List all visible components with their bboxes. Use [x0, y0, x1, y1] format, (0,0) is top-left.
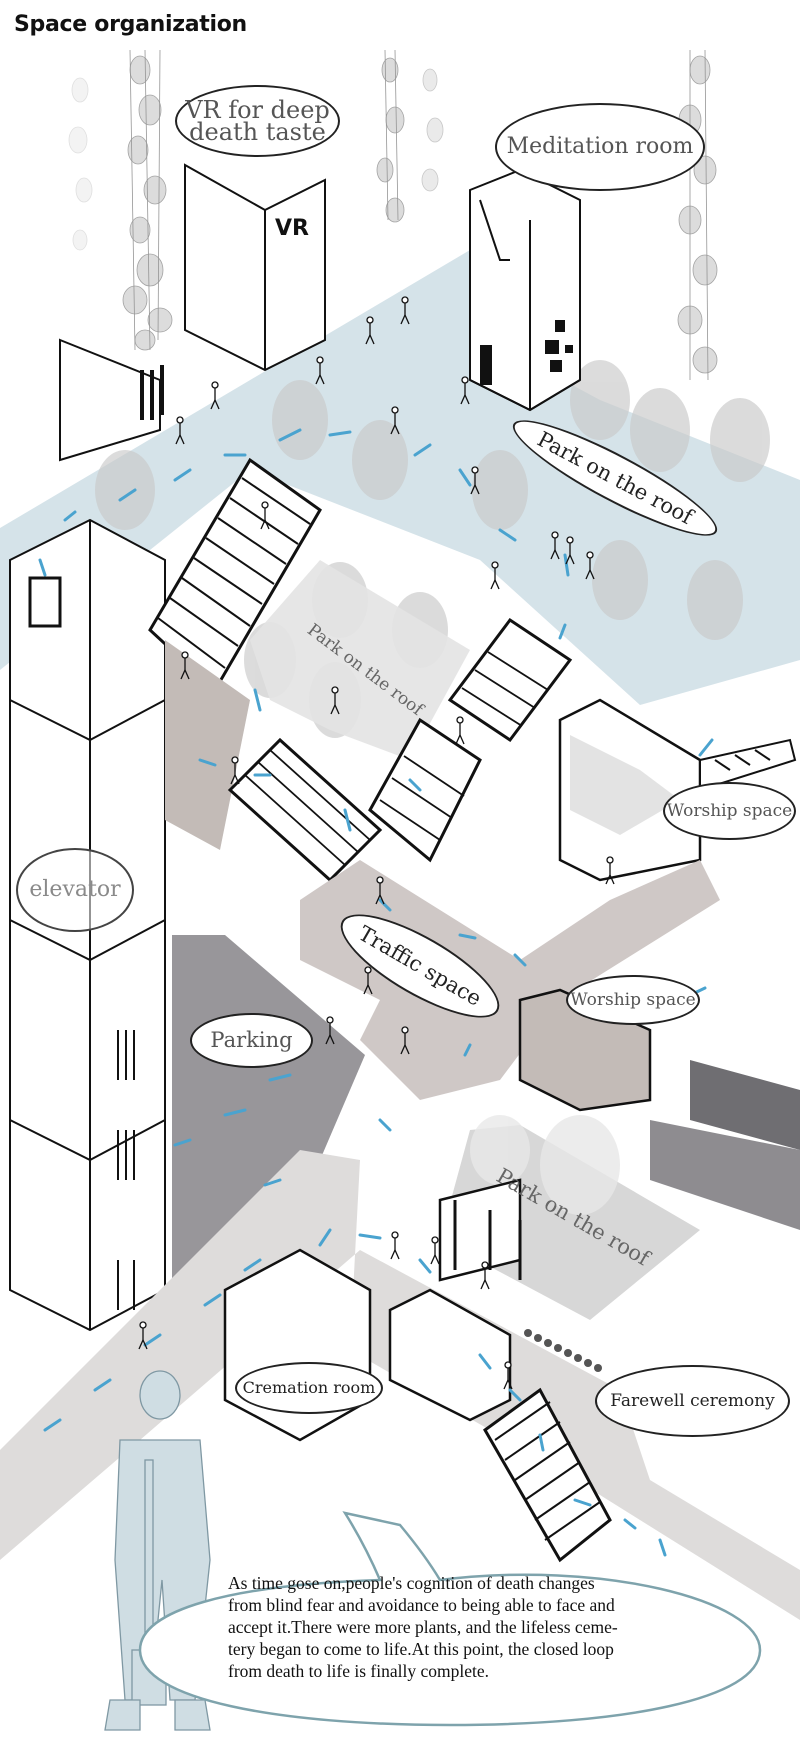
label-elevator: elevator — [16, 848, 134, 932]
speech-bubble-text: As time gose on,people's cognition of de… — [228, 1572, 748, 1682]
label-vr-line1: VR for deep — [185, 96, 330, 124]
label-cremation-room: Cremation room — [235, 1362, 383, 1414]
speech-line: As time gose on,people's cognition of de… — [228, 1573, 595, 1593]
label-vr-line2: death taste — [189, 118, 326, 146]
label-meditation-room: Meditation room — [495, 103, 705, 191]
speech-bubble-shape — [138, 1511, 762, 1727]
page-title: Space organization — [14, 12, 247, 37]
label-farewell-ceremony: Farewell ceremony — [595, 1365, 790, 1437]
roof-park-mid — [250, 560, 470, 760]
circulation-path — [38, 428, 714, 1557]
people-figures — [138, 296, 615, 1390]
speech-line: tery began to come to life.At this point… — [228, 1639, 614, 1659]
vr-sign: VR — [275, 216, 309, 241]
label-worship-space-upper: Worship space — [663, 782, 796, 840]
label-vr-for-deep-death-taste: VR for deep death taste — [175, 85, 340, 157]
main-walkway — [0, 1150, 800, 1620]
hanging-vines — [68, 49, 718, 381]
farewell-procession-dots — [524, 1329, 602, 1372]
speech-line: from death to life is finally complete. — [228, 1661, 489, 1681]
label-worship-space-lower: Worship space — [566, 975, 700, 1025]
speech-line: accept it.There were more plants, and th… — [228, 1617, 618, 1637]
label-parking: Parking — [190, 1013, 313, 1068]
speech-line: from blind fear and avoidance to being a… — [228, 1595, 615, 1615]
